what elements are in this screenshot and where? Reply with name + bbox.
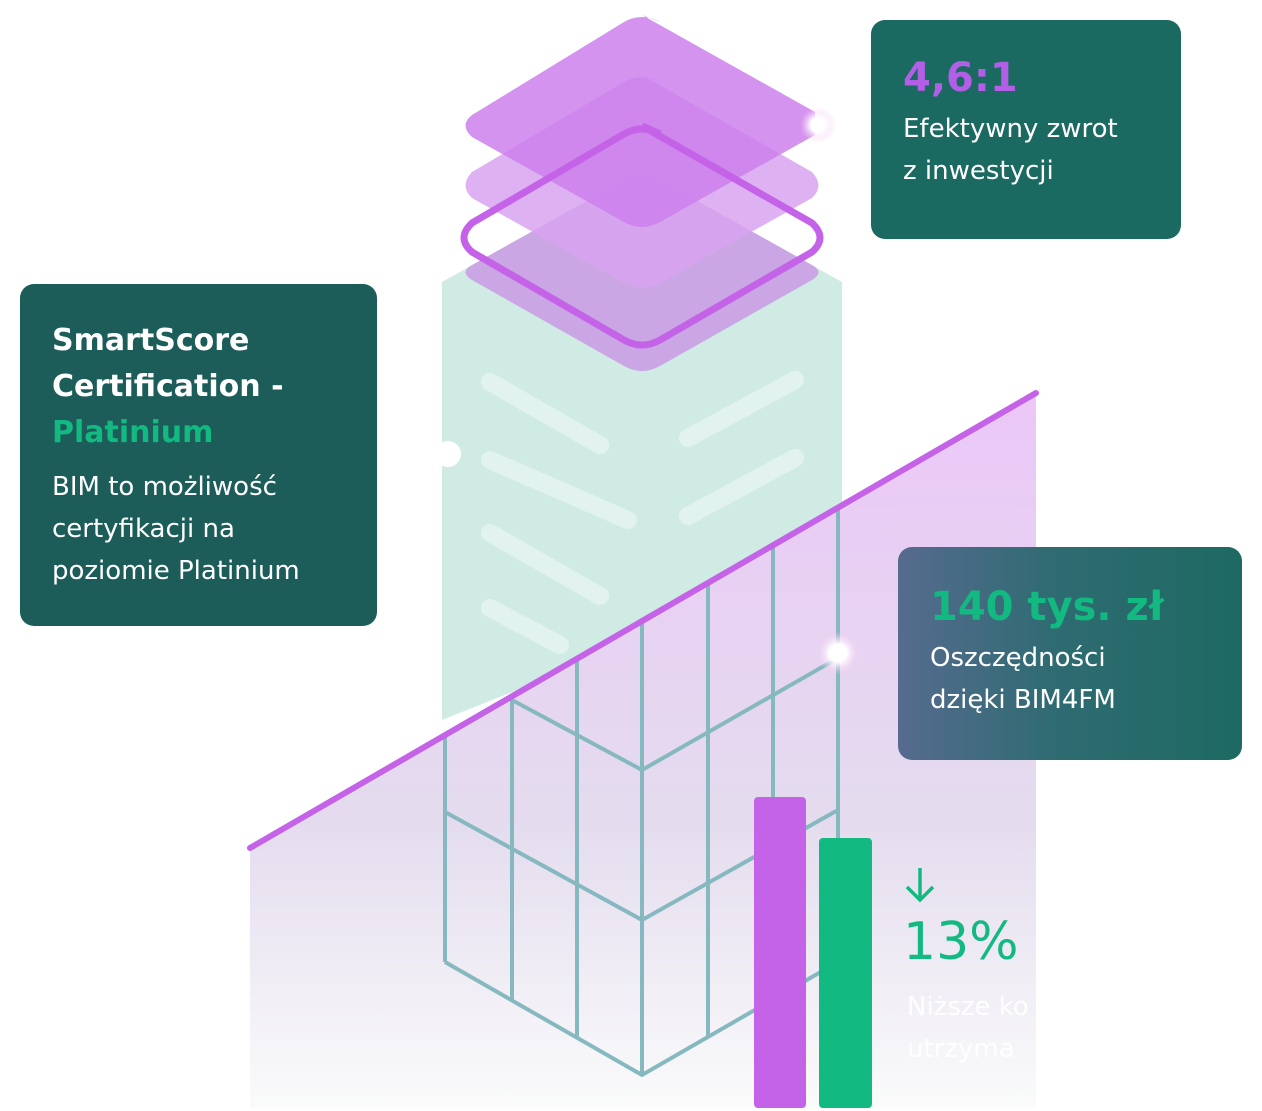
certification-card: SmartScore Certification - Platinium BIM… [20, 284, 377, 626]
cert-title-line1: SmartScore [52, 323, 250, 358]
roi-label-line2: z inwestycji [903, 156, 1054, 186]
roi-card: 4,6:1 Efektywny zwrot z inwestycji [871, 20, 1181, 239]
savings-card: 140 tys. zł Oszczędności dzięki BIM4FM [898, 547, 1242, 760]
cost-stat: 13% Niższe ko utrzyma [903, 866, 1029, 1064]
roi-value: 4,6:1 [903, 55, 1018, 101]
glass-facade [443, 508, 840, 1078]
trend-line [247, 390, 1039, 851]
bar-green [819, 838, 872, 1108]
cost-stat-desc-line1: Niższe ko [907, 992, 1029, 1022]
cert-desc-line3: poziomie Platinium [52, 556, 300, 586]
cost-stat-desc-line2: utrzyma [907, 1034, 1015, 1064]
roi-label-line1: Efektywny zwrot [903, 114, 1118, 144]
marker-dot [800, 107, 836, 143]
layers-icon [460, 15, 824, 371]
savings-value: 140 tys. zł [930, 584, 1164, 630]
cert-desc-line2: certyfikacji na [52, 514, 235, 544]
tower-stripes [481, 371, 804, 654]
cert-title-line2: Certification - [52, 369, 284, 404]
marker-dot [435, 441, 461, 467]
savings-label-line2: dzięki BIM4FM [930, 685, 1116, 715]
marker-dot [816, 631, 860, 675]
savings-label-line1: Oszczędności [930, 643, 1106, 673]
cost-stat-value: 13% [903, 912, 1019, 972]
arrow-down-icon [905, 868, 935, 903]
cert-title-highlight: Platinium [52, 415, 214, 450]
cert-desc-line1: BIM to możliwość [52, 472, 277, 502]
bar-purple [754, 797, 806, 1108]
